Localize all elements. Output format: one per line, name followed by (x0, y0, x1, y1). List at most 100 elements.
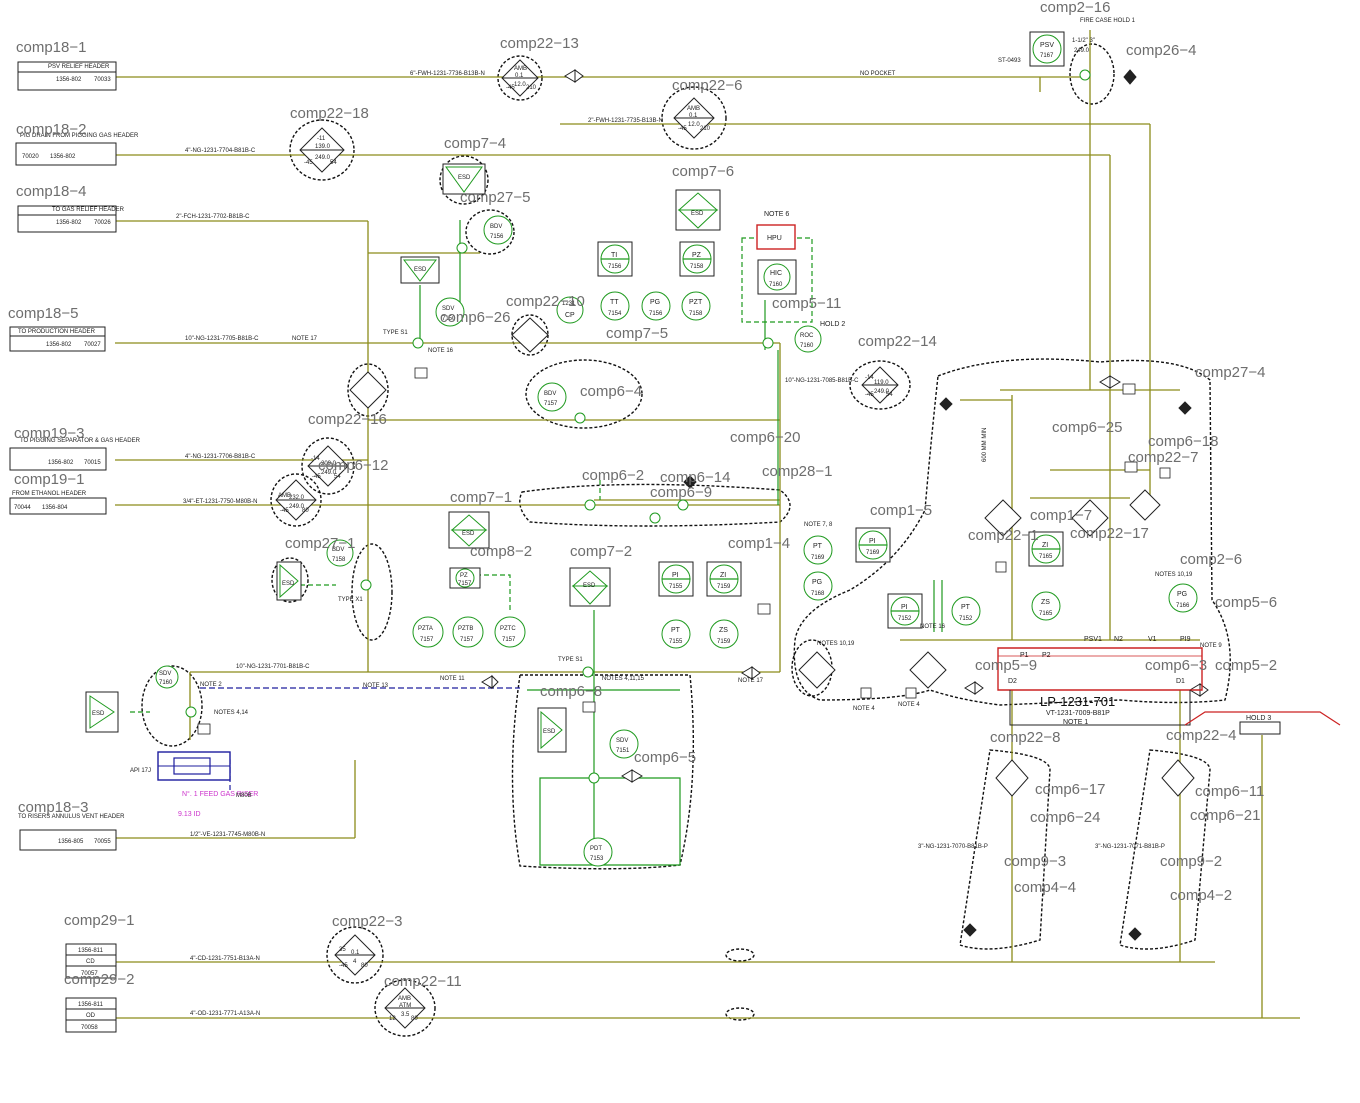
inst-tag: PI (672, 572, 679, 579)
svg-text:ESD: ESD (462, 531, 475, 537)
component-label-c6-9: comp6−9 (650, 484, 712, 501)
mm-min: 600 MM MIN (982, 428, 988, 462)
inst-num: 7158 (690, 264, 704, 270)
component-label-c6-17: comp6−17 (1035, 781, 1105, 798)
cloud-small2 (725, 1007, 755, 1021)
inst-num: 7165 (1039, 611, 1053, 617)
inst-num: 7156 (490, 234, 504, 240)
header-title: TO PIGGING SEPARATOR & GAS HEADER (20, 438, 141, 444)
r-b: 0.1 (515, 73, 524, 79)
r-b: 119.0 (874, 380, 889, 386)
inst-num: 7152 (898, 616, 912, 622)
m80b: M80B (236, 793, 252, 799)
inst-tag: PG (1177, 591, 1187, 598)
inst-num: 7157 (502, 637, 516, 643)
line-tag: 6"-FWH-1231-7736-B13B-N (410, 71, 485, 77)
component-label-c22-18: comp22−18 (290, 105, 369, 122)
component-label-c4-4: comp4−4 (1014, 879, 1076, 896)
component-label-c19-3: comp19−3 (14, 425, 84, 442)
range-r14: -14 119.0 -45 249.0 54 (861, 366, 899, 404)
component-label-c7-6: comp7−6 (672, 163, 734, 180)
inst-tag: PZTA (418, 626, 433, 632)
esd-symbol-8: ESD (537, 707, 567, 753)
header-right: 70027 (84, 342, 101, 348)
component-label-c22-10: comp22−10 (506, 293, 585, 310)
esd-symbol-6: ESD (276, 561, 302, 601)
inst-tag: ROC (800, 333, 814, 339)
cloud-r14 (849, 360, 911, 410)
component-label-c1-7: comp1−7 (1030, 507, 1092, 524)
r-d: 249.0 (321, 470, 337, 476)
r-b: 0.1 (351, 950, 360, 956)
note-4b: NOTE 4 (898, 702, 920, 708)
note-2: NOTE 2 (200, 682, 222, 688)
r-d: 12.0 (514, 82, 526, 88)
lp-note: NOTE 1 (1063, 719, 1088, 726)
line-tag: 10"-NG-1231-7705-B81B-C (185, 336, 259, 342)
component-label-c9-3: comp9−3 (1004, 853, 1066, 870)
r-e: 54 (886, 392, 893, 398)
valves (185, 69, 1209, 941)
line-ng7071: 3"-NG-1231-7071-B81B-P (1095, 844, 1165, 850)
nozzle-n2: N2 (1114, 636, 1123, 643)
range-r18: -11 139.0 -45 249.0 54 (299, 127, 345, 173)
cloud-r11 (374, 979, 436, 1037)
range-r11: AMB ATM 12 3.5 80 (384, 987, 426, 1029)
r-e: 80 (302, 508, 309, 514)
nozzle-d2: D2 (1008, 678, 1017, 685)
notes: NOTE 6 HOLD 2 FIRE CASE HOLD 1 NO POCKET… (200, 18, 1193, 850)
r-c: -45 (304, 160, 313, 166)
line-tag: 4"-NG-1231-7704-B81B-C (185, 148, 256, 154)
r-d: 4 (353, 959, 357, 965)
svg-text:ESD: ESD (92, 711, 105, 717)
component-label-c22-8: comp22−8 (990, 729, 1060, 746)
line-tag: 1/2"-VE-1231-7745-M80B-N (190, 832, 265, 838)
header-left: 1356-802 (56, 77, 82, 83)
inst-num: 7151 (616, 748, 630, 754)
component-label-c27-1: comp27−1 (285, 535, 355, 552)
component-label-c7-5: comp7−5 (606, 325, 668, 342)
r-c: -45 (312, 474, 321, 480)
r-d: 249.0 (289, 504, 305, 510)
header-title: TO PRODUCTION HEADER (18, 329, 96, 335)
inst-tag: TI (611, 252, 617, 259)
hold-2: HOLD 2 (820, 321, 845, 328)
cloud-esd3 (141, 665, 203, 747)
cloud-psv (1069, 43, 1115, 105)
drain-code: OD (86, 1013, 96, 1019)
component-label-c22-16: comp22−16 (308, 411, 387, 428)
cloud-drain-right (1119, 749, 1211, 950)
